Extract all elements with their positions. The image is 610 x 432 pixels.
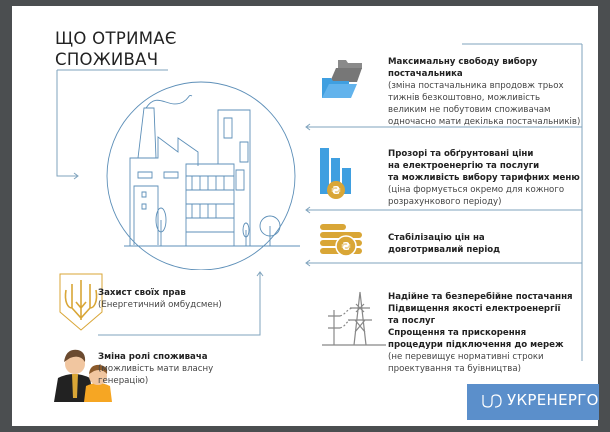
heading-line: Максимальну свободу вибору — [388, 57, 538, 67]
people-icon — [54, 349, 112, 402]
detail-line: генерацію) — [98, 376, 149, 386]
detail-line: розрахункового періоду) — [388, 197, 502, 207]
heading-line: на електроенергію та послуги — [388, 161, 540, 171]
benefit-reliable-supply: Надійне та безперебійне постачання Підви… — [388, 291, 573, 375]
factory-city-illustration — [106, 81, 300, 270]
svg-text:₴: ₴ — [331, 184, 340, 197]
detail-line: (ціна формується окремо для кожного — [388, 185, 565, 195]
heading-line: Підвищення якості електроенергії — [388, 304, 561, 314]
benefit-transparent-prices: Прозорі та обґрунтовані ціни на електрое… — [388, 148, 580, 208]
detail-line: великим не побутовим споживачам — [388, 105, 551, 115]
title-line-1: ЩО ОТРИМАЄ — [55, 29, 177, 48]
price-bars-icon: ₴ — [320, 148, 351, 199]
heading-line: Захист своїх прав — [98, 288, 186, 298]
heading-line: Зміна ролі споживача — [98, 352, 208, 362]
heading-line: постачальника — [388, 69, 463, 79]
infographic-page: ЩО ОТРИМАЄ СПОЖИВАЧ Максимальну свободу … — [12, 6, 599, 426]
heading-line: Надійне та безперебійне постачання — [388, 292, 573, 302]
heading-line: Стабілізацію цін на — [388, 233, 485, 243]
page-title: ЩО ОТРИМАЄ СПОЖИВАЧ — [55, 28, 177, 70]
trident-coat-of-arms-icon — [59, 273, 103, 331]
detail-line: проектування та буівництва) — [388, 364, 521, 374]
detail-line: тижнів безкоштовно, можливість — [388, 93, 541, 103]
heading-line: та можливість вибору тарифних меню — [388, 173, 580, 183]
ukrenergo-logo: УКРЕНЕРГО — [467, 384, 599, 420]
heading-line: Спрощення та прискорення — [388, 328, 527, 338]
logo-text: УКРЕНЕРГО — [507, 391, 599, 409]
heading-line: процедури підключення до мереж — [388, 340, 564, 350]
left-item-consumer-role: Зміна ролі споживача (можливість мати вл… — [98, 351, 213, 387]
svg-text:₴: ₴ — [341, 240, 350, 253]
coins-icon: ₴ — [320, 224, 362, 257]
folder-icon — [322, 60, 362, 98]
benefit-price-stabilization: Стабілізацію цін на довготривалий період — [388, 232, 500, 256]
title-line-2: СПОЖИВАЧ — [55, 50, 159, 69]
benefit-supplier-choice: Максимальну свободу вибору постачальника… — [388, 56, 580, 128]
heading-line: довготривалий період — [388, 245, 501, 255]
detail-line: (зміна постачальника впродовж трьох — [388, 81, 564, 91]
heading-line: та послуг — [388, 316, 436, 326]
logo-mark-icon — [482, 394, 502, 408]
connector-lines — [56, 43, 583, 361]
detail-line: одночасно мати декілька постачальників) — [388, 117, 581, 127]
detail-line: (можливість мати власну — [98, 364, 214, 374]
detail-line: (Енергетичний омбудсмен) — [98, 300, 222, 310]
heading-line: Прозорі та обґрунтовані ціни — [388, 149, 534, 159]
power-tower-icon — [322, 291, 386, 346]
detail-line: (не перевищує нормативні строки — [388, 352, 544, 362]
left-item-rights-protection: Захист своїх прав (Енергетичний омбудсме… — [98, 287, 222, 311]
